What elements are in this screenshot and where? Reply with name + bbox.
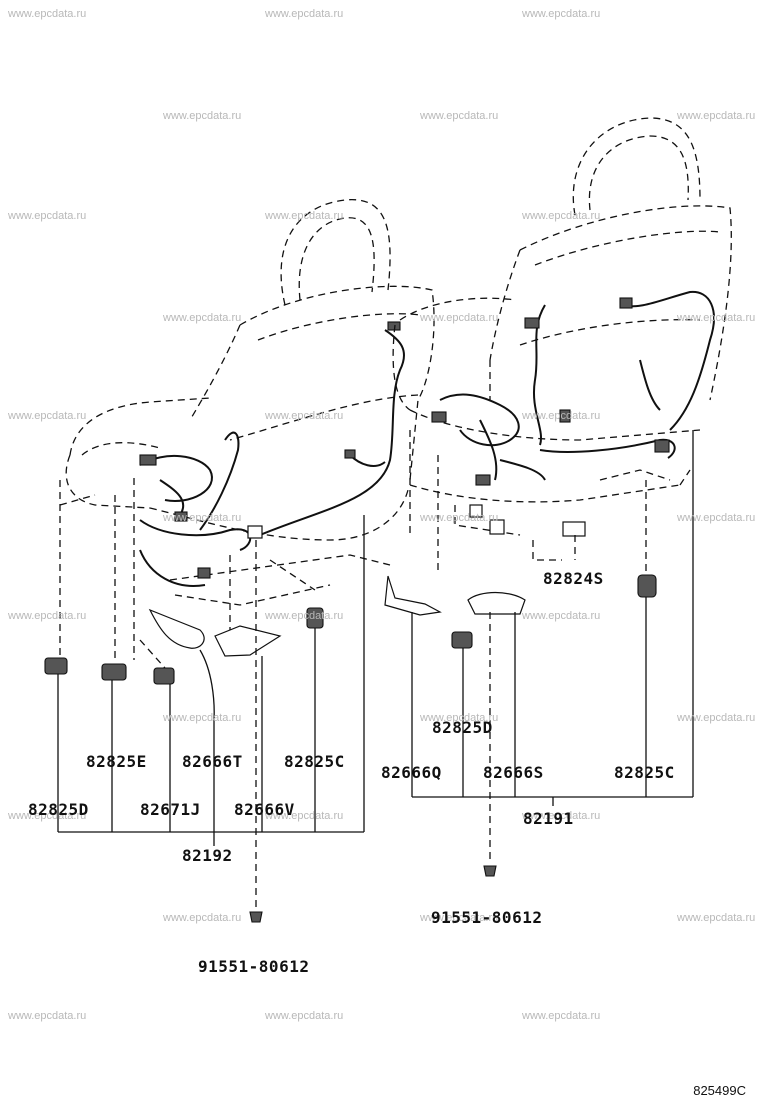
watermark: www.epcdata.ru xyxy=(420,912,499,924)
watermark: www.epcdata.ru xyxy=(163,512,242,524)
watermark: www.epcdata.ru xyxy=(8,1010,87,1022)
watermark: www.epcdata.ru xyxy=(163,312,242,324)
right-seat-outline xyxy=(392,117,732,561)
dashed-leaders xyxy=(114,430,647,910)
watermark: www.epcdata.ru xyxy=(677,512,756,524)
watermark: www.epcdata.ru xyxy=(677,912,756,924)
right-seat-harness xyxy=(431,290,715,535)
part-label-82192: 82192 xyxy=(182,846,233,865)
watermark: www.epcdata.ru xyxy=(420,110,499,122)
watermark: www.epcdata.ru xyxy=(8,810,87,822)
part-label-82191: 82191 xyxy=(523,809,574,828)
watermark: www.epcdata.ru xyxy=(265,210,344,222)
part-label-82666Q: 82666Q xyxy=(381,763,442,782)
part-label-91551-80612-right: 91551-80612 xyxy=(431,908,543,927)
part-label-82671J: 82671J xyxy=(140,800,201,819)
watermark: www.epcdata.ru xyxy=(163,912,242,924)
part-label-91551-80612-left: 91551-80612 xyxy=(198,957,310,976)
watermark: www.epcdata.ru xyxy=(677,110,756,122)
watermark: www.epcdata.ru xyxy=(522,210,601,222)
leader-lines xyxy=(57,430,694,846)
watermark: www.epcdata.ru xyxy=(420,512,499,524)
watermark: www.epcdata.ru xyxy=(265,8,344,20)
watermark: www.epcdata.ru xyxy=(420,312,499,324)
watermark: www.epcdata.ru xyxy=(420,712,499,724)
watermark: www.epcdata.ru xyxy=(163,712,242,724)
part-label-82825C-left: 82825C xyxy=(284,752,345,771)
diagram-code: 825499C xyxy=(693,1083,746,1098)
part-label-82825E: 82825E xyxy=(86,752,147,771)
watermark: www.epcdata.ru xyxy=(522,8,601,20)
part-label-82666T: 82666T xyxy=(182,752,243,771)
watermark: www.epcdata.ru xyxy=(522,1010,601,1022)
watermark: www.epcdata.ru xyxy=(677,712,756,724)
watermark: www.epcdata.ru xyxy=(8,210,87,222)
part-label-82824S: 82824S xyxy=(543,569,604,588)
watermark: www.epcdata.ru xyxy=(265,1010,344,1022)
part-label-82825D-right: 82825D xyxy=(432,718,493,737)
left-seat-harness xyxy=(139,321,405,587)
watermark: www.epcdata.ru xyxy=(8,8,87,20)
part-label-82825C-right: 82825C xyxy=(614,763,675,782)
watermark: www.epcdata.ru xyxy=(163,110,242,122)
watermark: www.epcdata.ru xyxy=(522,410,601,422)
watermark: www.epcdata.ru xyxy=(522,810,601,822)
left-seat-outline xyxy=(59,199,435,660)
part-label-82825D-left: 82825D xyxy=(28,800,89,819)
watermark: www.epcdata.ru xyxy=(265,610,344,622)
watermark: www.epcdata.ru xyxy=(8,610,87,622)
watermark: www.epcdata.ru xyxy=(8,410,87,422)
watermark: www.epcdata.ru xyxy=(522,610,601,622)
watermark: www.epcdata.ru xyxy=(265,410,344,422)
part-label-82666S: 82666S xyxy=(483,763,544,782)
part-label-82666V: 82666V xyxy=(234,800,295,819)
part-icons xyxy=(44,521,657,923)
watermark: www.epcdata.ru xyxy=(265,810,344,822)
watermark: www.epcdata.ru xyxy=(677,312,756,324)
